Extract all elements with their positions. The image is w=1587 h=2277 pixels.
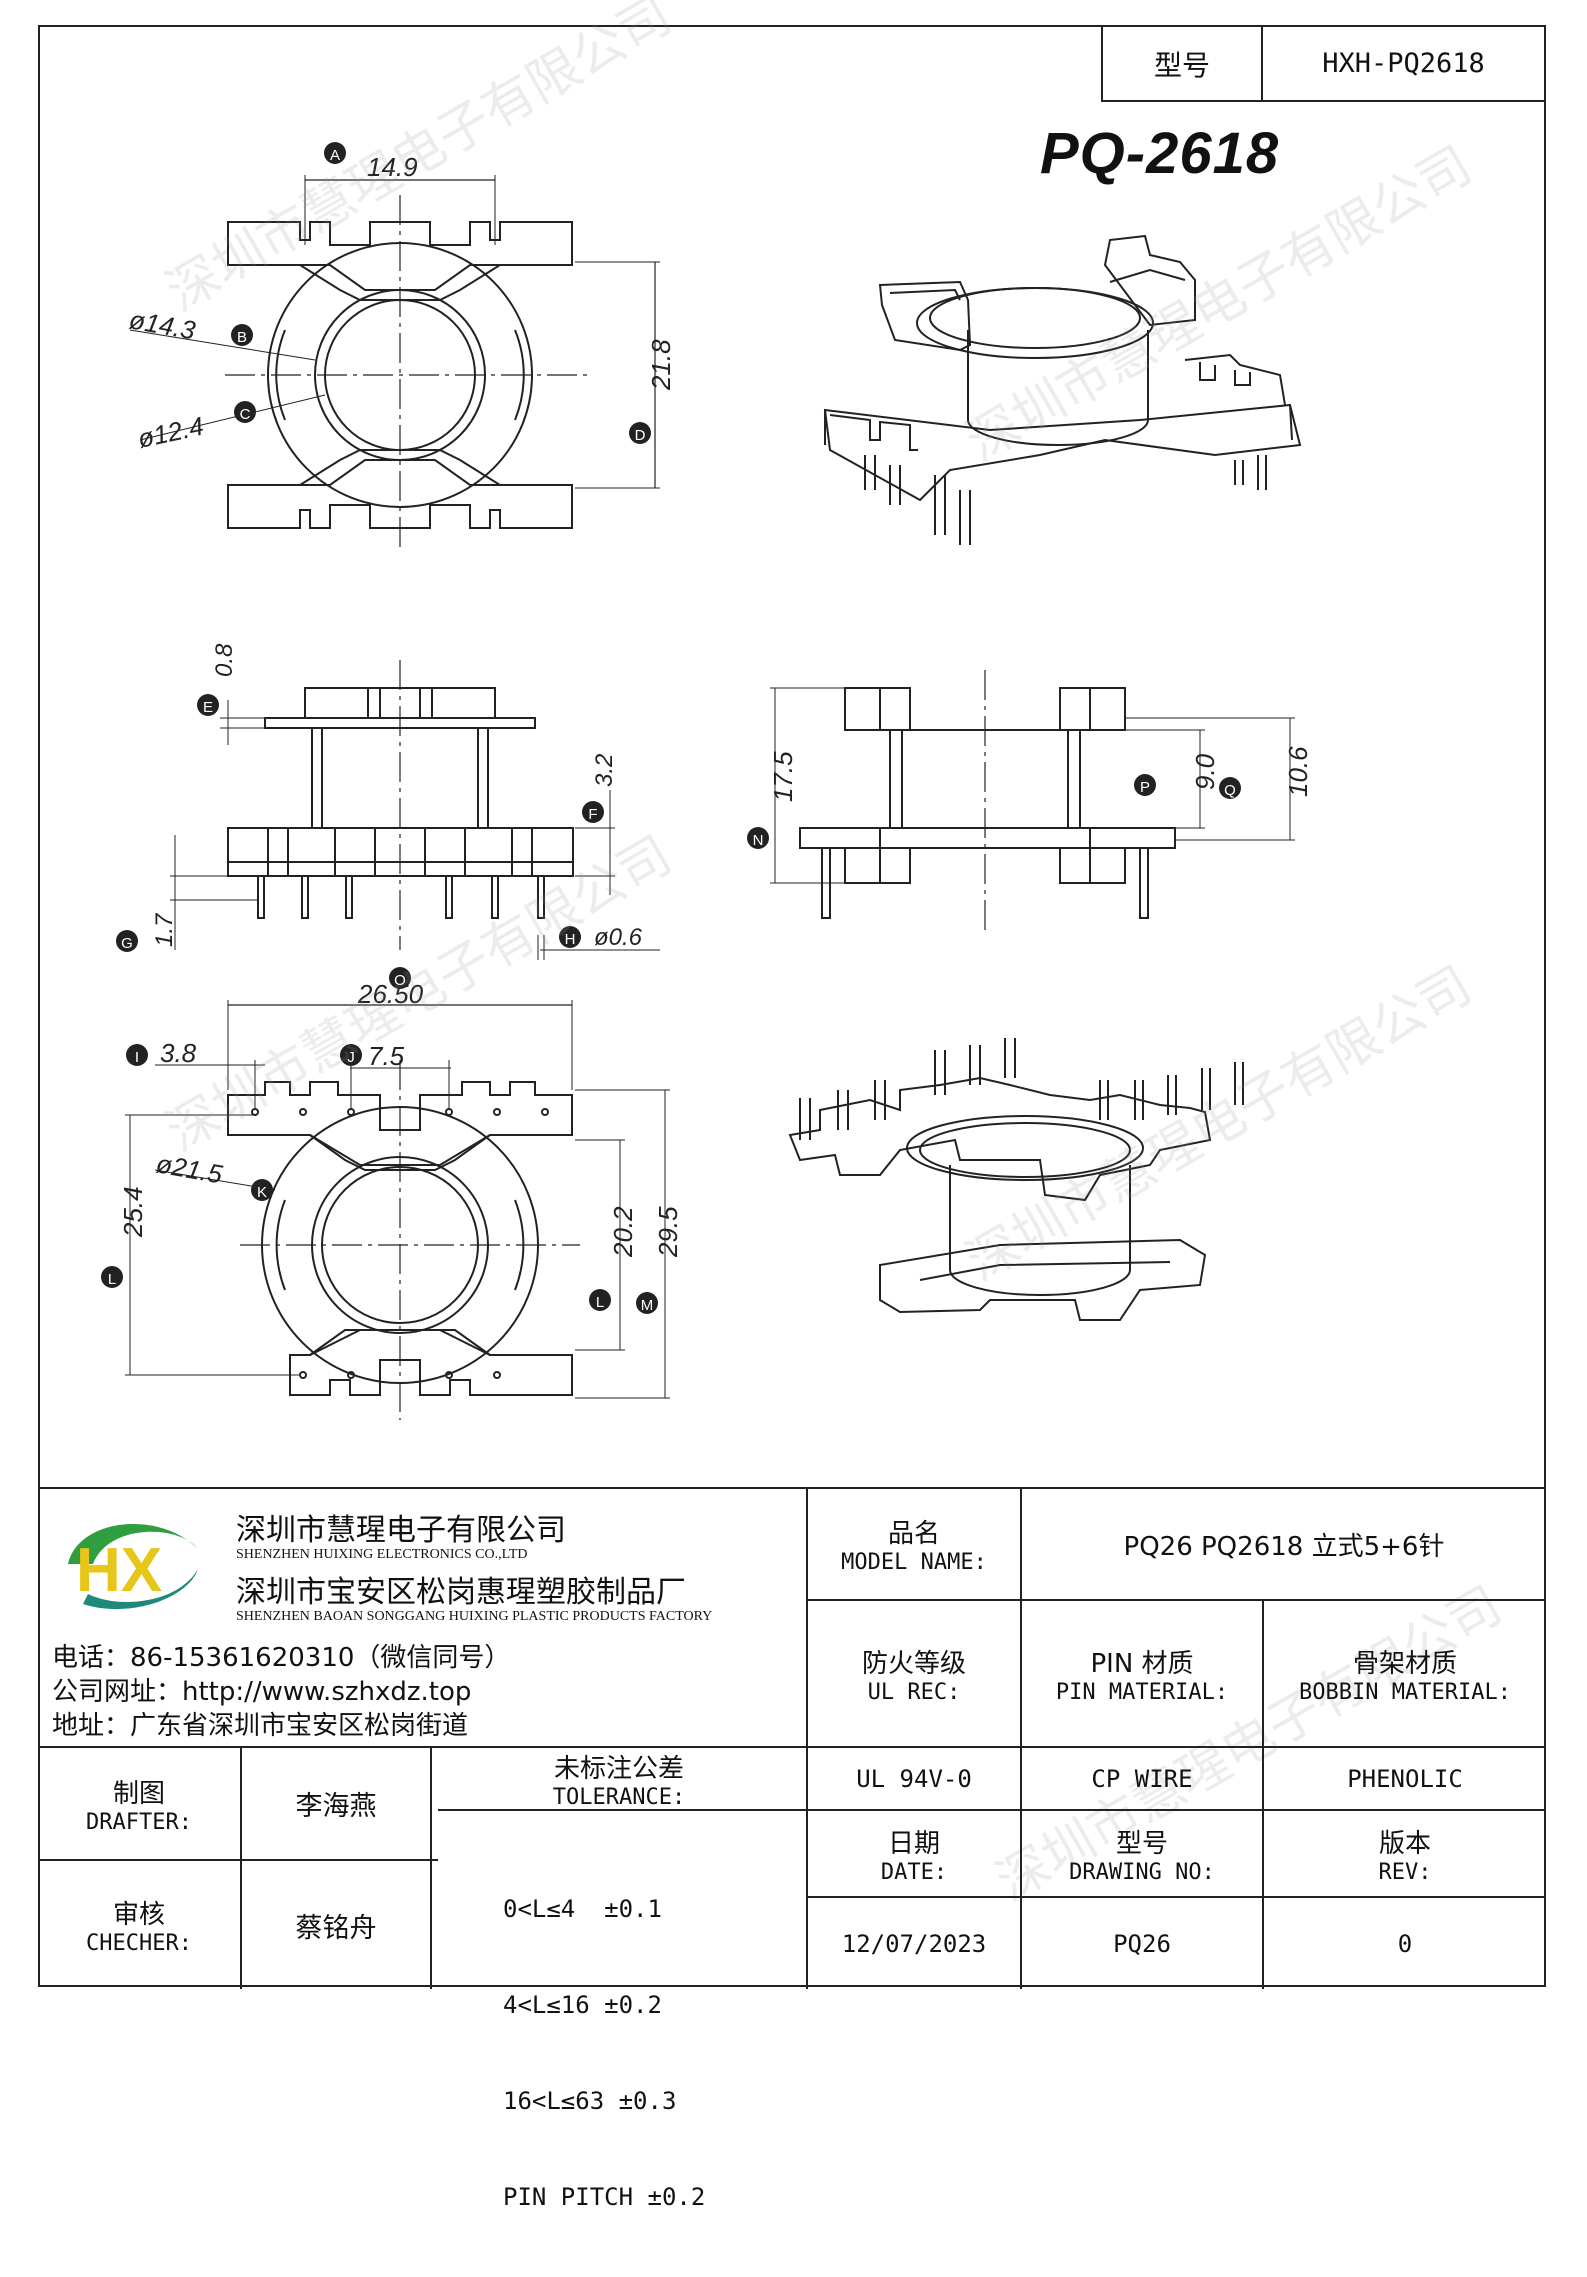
factory-name-en: SHENZHEN BAOAN SONGGANG HUIXING PLASTIC …	[236, 1609, 713, 1624]
dim-N-value: 29.5	[653, 1206, 683, 1258]
callout-L: L	[101, 1266, 123, 1288]
svg-text:M: M	[641, 1297, 654, 1314]
rev-label: 版本 REV:	[1378, 1828, 1432, 1885]
type-label: 型号	[1103, 27, 1263, 100]
drafter-label: 制图 DRAFTER:	[86, 1778, 192, 1835]
company-logo: HX	[68, 1523, 198, 1610]
tolerance-table: 0<L≤4 ±0.1 4<L≤16 ±0.2 16<L≤63 ±0.3 PIN …	[503, 1895, 706, 2211]
callout-C: C	[234, 401, 256, 423]
callout-G: G	[116, 930, 138, 952]
svg-text:C: C	[240, 406, 251, 423]
dim-B-value: ø14.3	[127, 304, 198, 345]
isometric-view-bottom	[788, 1038, 1244, 1321]
model-name-label: 品名 MODEL NAME:	[841, 1519, 987, 1575]
svg-text:N: N	[753, 832, 764, 849]
dim-M-value: 20.2	[608, 1206, 638, 1258]
drawing-no-value: PQ26	[1113, 1929, 1171, 1958]
svg-text:D: D	[635, 427, 646, 444]
company-phone: 电话：86-15361620310（微信同号）	[52, 1643, 511, 1673]
drawing-frame	[38, 25, 1546, 1987]
side-view	[770, 670, 1295, 930]
dim-J-value: 7.5	[368, 1041, 405, 1071]
svg-text:E: E	[203, 699, 213, 716]
model-name-value: PQ26 PQ2618 立式5+6针	[1123, 1531, 1445, 1562]
type-box: 型号 HXH-PQ2618	[1101, 25, 1546, 102]
ul-rec-label: 防火等级 UL REC:	[861, 1648, 966, 1705]
dim-G-value: 1.7	[151, 912, 178, 947]
front-view	[170, 660, 660, 960]
isometric-view-top	[823, 234, 1302, 545]
callout-E: E	[197, 694, 219, 716]
tolerance-label: 未标注公差 TOLERANCE:	[552, 1753, 686, 1810]
dim-O-value: 26.50	[357, 979, 424, 1009]
callout-O: O	[389, 967, 411, 989]
pin-material-value: CP WIRE	[1091, 1764, 1193, 1793]
svg-text:HX: HX	[76, 1536, 162, 1605]
dim-A-value: 14.9	[367, 152, 418, 182]
svg-text:O: O	[394, 972, 406, 989]
dim-K-value: ø21.5	[154, 1148, 225, 1189]
svg-text:J: J	[347, 1049, 355, 1066]
bobbin-material-value: PHENOLIC	[1347, 1764, 1463, 1793]
dim-Q-value: 9.0	[1190, 753, 1220, 790]
callout-R: Q	[1219, 777, 1241, 799]
svg-text:Q: Q	[1224, 782, 1236, 799]
callout-Q: P	[1134, 774, 1156, 796]
svg-text:I: I	[135, 1049, 139, 1066]
dim-I-value: 3.8	[160, 1038, 197, 1068]
callout-B: B	[231, 324, 253, 346]
callout-A: A	[324, 142, 346, 164]
svg-text:F: F	[588, 806, 597, 823]
svg-text:L: L	[596, 1294, 604, 1311]
part-title: PQ-2618	[1040, 121, 1280, 186]
dim-F-value: 3.2	[591, 754, 618, 787]
callout-F: F	[582, 801, 604, 823]
rev-value: 0	[1397, 1929, 1413, 1958]
company-name-en: SHENZHEN HUIXING ELECTRONICS CO.,LTD	[236, 1547, 528, 1562]
callout-K: K	[251, 1179, 273, 1201]
callout-N: M	[636, 1292, 658, 1314]
svg-text:H: H	[565, 931, 576, 948]
date-label: 日期 DATE:	[880, 1828, 948, 1885]
pin-material-label: PIN 材质 PIN MATERIAL:	[1055, 1648, 1229, 1705]
date-value: 12/07/2023	[841, 1929, 987, 1958]
type-value: HXH-PQ2618	[1322, 48, 1485, 79]
company-address: 地址：广东省深圳市宝安区松岗街道	[52, 1711, 469, 1741]
svg-text:A: A	[330, 147, 340, 164]
svg-text:K: K	[257, 1184, 267, 1201]
factory-name-cn: 深圳市宝安区松岗惠瑆塑胶制品厂	[236, 1575, 686, 1610]
company-website: 公司网址：http://www.szhxdz.top	[52, 1677, 472, 1707]
dim-R-value: 10.6	[1283, 746, 1313, 797]
dim-C-value: ø12.4	[135, 411, 206, 454]
bobbin-material-label: 骨架材质 BOBBIN MATERIAL:	[1299, 1648, 1511, 1705]
title-block: HX 深圳市慧瑆电子有限公司 SHENZHEN HUIXING ELECTRON…	[38, 1487, 1546, 2211]
callout-H: H	[559, 926, 581, 948]
callout-D: D	[629, 422, 651, 444]
top-view	[129, 175, 660, 550]
checker-label: 审核 CHECHER:	[86, 1900, 192, 1956]
technical-drawing: 14.9 A ø14.3 B ø12.4 C 21.8 D	[101, 142, 1313, 1420]
ul-rec-value: UL 94V-0	[856, 1764, 972, 1793]
company-name-cn: 深圳市慧瑆电子有限公司	[236, 1513, 566, 1548]
dim-P-value: 17.5	[768, 751, 798, 802]
callout-J: J	[340, 1044, 362, 1066]
callout-I: I	[126, 1044, 148, 1066]
dim-D-value: 21.8	[646, 339, 676, 391]
bottom-view	[125, 1000, 670, 1420]
drawing-no-label: 型号 DRAWING NO:	[1069, 1828, 1215, 1885]
svg-text:B: B	[237, 329, 247, 346]
checker-value: 蔡铭舟	[295, 1912, 377, 1944]
svg-text:G: G	[121, 935, 133, 952]
dim-H-value: ø0.6	[594, 924, 643, 951]
callout-M: L	[589, 1289, 611, 1311]
callout-P: N	[747, 827, 769, 849]
dim-E-value: 0.8	[211, 643, 238, 677]
drafter-value: 李海燕	[295, 1791, 377, 1822]
svg-text:L: L	[108, 1271, 116, 1288]
dim-L-value: 25.4	[118, 1186, 148, 1238]
svg-text:P: P	[1140, 779, 1150, 796]
